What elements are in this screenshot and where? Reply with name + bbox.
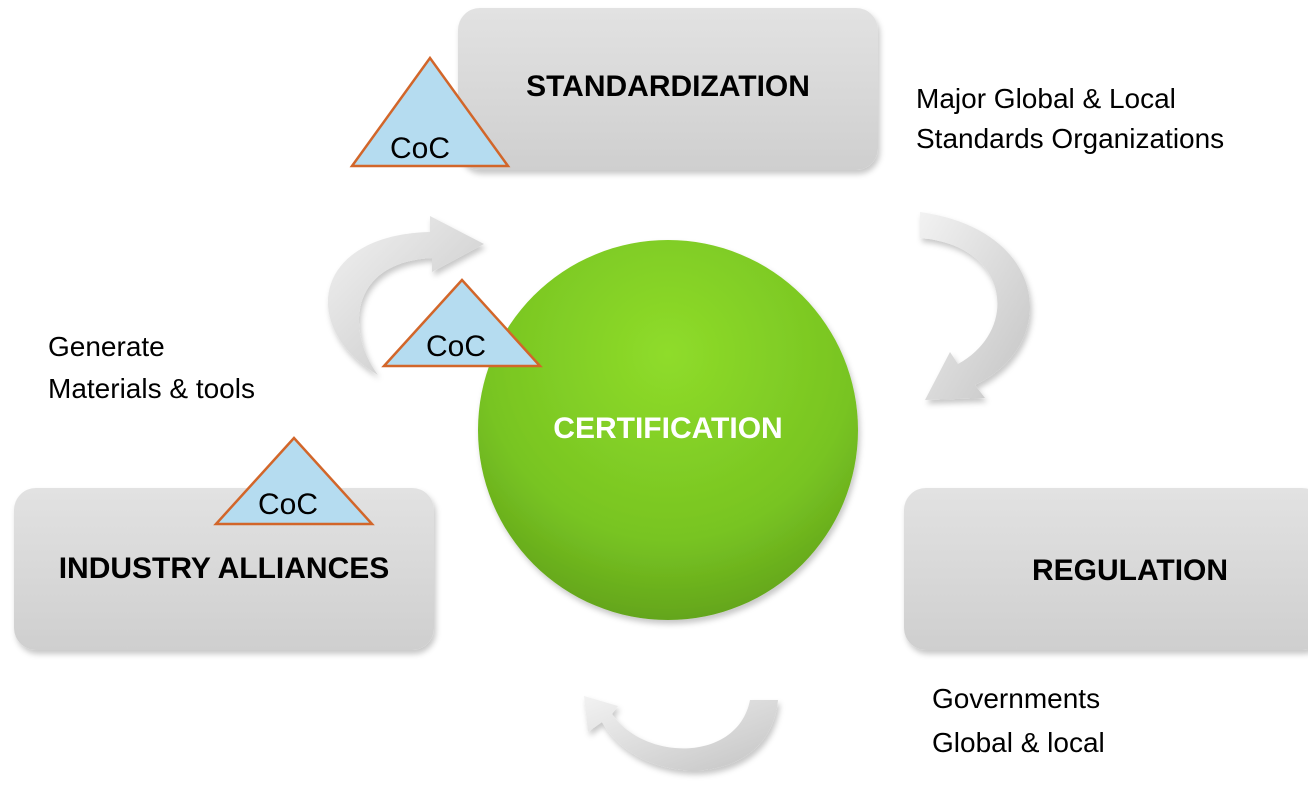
regulation-note-line-2: Global & local — [932, 727, 1105, 758]
coc-label-certification: CoC — [426, 330, 486, 363]
coc-triangle-industry — [213, 436, 375, 526]
certification-circle — [478, 240, 858, 620]
coc-label-standardization: CoC — [390, 132, 450, 165]
industry-note-line-2: Materials & tools — [48, 373, 255, 404]
regulation-box — [904, 488, 1308, 650]
industry-note-line-1: Generate — [48, 331, 165, 362]
industry-alliances-box — [14, 488, 434, 650]
coc-triangle-certification — [381, 278, 543, 368]
certification-label: CERTIFICATION — [553, 412, 782, 445]
standardization-note-line-1: Major Global & Local — [916, 83, 1176, 114]
arrow-industry-to-standardization — [327, 216, 484, 375]
regulation-label: REGULATION — [1032, 554, 1228, 587]
coc-triangle-standardization — [349, 55, 511, 168]
arrow-regulation-to-industry — [584, 696, 778, 771]
coc-label-industry: CoC — [258, 488, 318, 521]
standardization-note-line-2: Standards Organizations — [916, 123, 1224, 154]
industry-alliances-label: INDUSTRY ALLIANCES — [59, 552, 390, 585]
standardization-label: STANDARDIZATION — [526, 70, 810, 103]
arrow-standardization-to-regulation — [920, 212, 1030, 400]
standardization-box — [458, 8, 878, 170]
regulation-note-line-1: Governments — [932, 683, 1100, 714]
